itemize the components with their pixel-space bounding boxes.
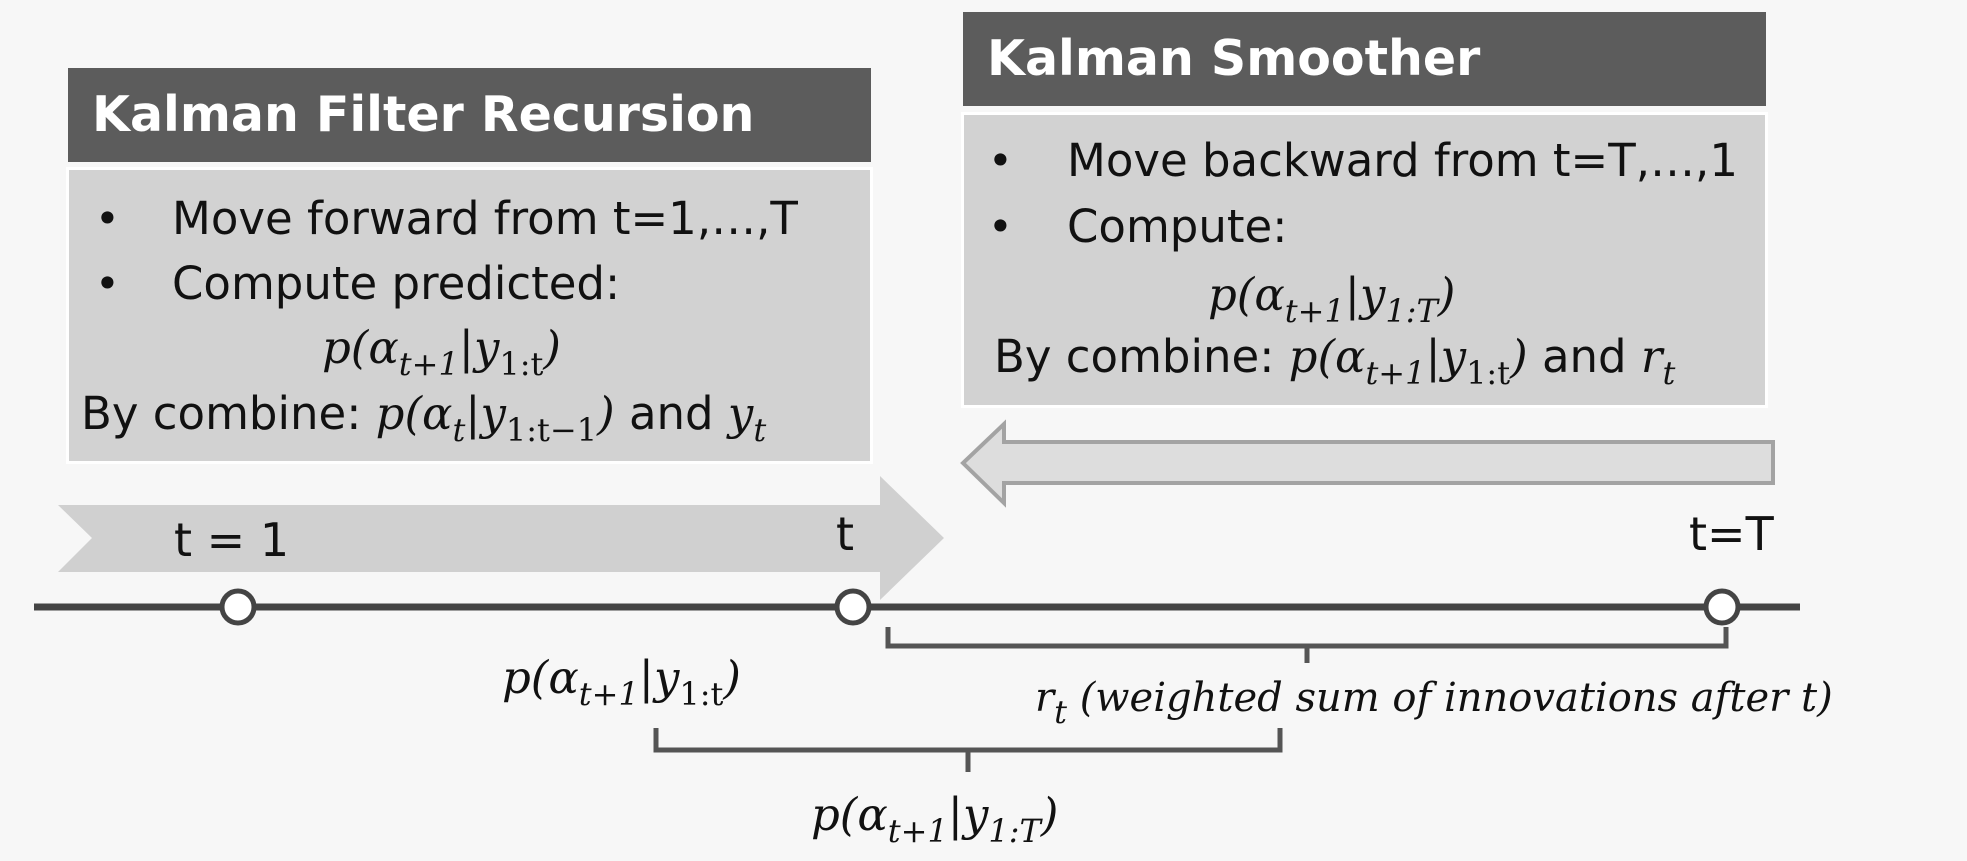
rt-description: (weighted sum of innovations after t) (1079, 675, 1833, 721)
filter-combine-prefix: By combine: (81, 387, 362, 440)
filter-bullet2-text: Compute predicted: (172, 257, 621, 310)
timeline-label-t: t (836, 507, 855, 561)
filter-predicted-formula: p(αt+1|y1:t) (322, 321, 561, 383)
smoother-combine-prefix: By combine: (994, 330, 1275, 383)
timeline-node-t (834, 588, 872, 626)
filter-combine-and: and (628, 387, 714, 440)
filter-bullet1-text: Move forward from t=1,…,T (172, 192, 798, 245)
rt-annotation: rt (weighted sum of innovations after t) (1035, 675, 1833, 731)
smoother-bullet2-text: Compute: (1067, 200, 1288, 253)
filter-title: Kalman Filter Recursion (68, 68, 871, 162)
forward-arrow (58, 476, 944, 600)
timeline-node-1 (219, 588, 257, 626)
smoother-title: Kalman Smoother (963, 12, 1766, 106)
timeline-label-t1: t = 1 (174, 513, 290, 567)
filtered-at-t-formula: p(αt+1|y1:t) (502, 651, 741, 713)
smoother-filtered-formula: p(αt+1|y1:t) (1288, 330, 1528, 392)
smoother-combine-line: By combine: p(αt+1|y1:t) and rt (994, 329, 1675, 401)
smoother-bullet-1: • (988, 136, 1013, 185)
filter-combine-line: By combine: p(αt|y1:t−1) and yt (81, 386, 766, 458)
smoother-smoothed-formula: p(αt+1|y1:T) (1208, 268, 1456, 330)
filter-bullet-1: • (95, 194, 120, 243)
backward-arrow (960, 419, 1775, 508)
smoother-rt-formula: rt (1640, 330, 1676, 392)
bracket-smoothed (653, 728, 1283, 772)
bracket-future (885, 627, 1729, 663)
filter-prior-formula: p(αt|y1:t−1) (375, 387, 615, 449)
filter-body: • Move forward from t=1,…,T • Compute pr… (66, 167, 873, 464)
smoothed-bottom-formula: p(αt+1|y1:T) (811, 788, 1059, 850)
timeline-label-T: t=T (1689, 507, 1774, 561)
smoother-bullet1-text: Move backward from t=T,…,1 (1067, 134, 1738, 187)
smoother-bullet-2: • (988, 202, 1013, 251)
filter-obs-formula: yt (727, 387, 767, 449)
timeline-node-T (1703, 588, 1741, 626)
smoother-body: • Move backward from t=T,…,1 • Compute: … (961, 112, 1768, 408)
filter-bullet-2: • (95, 259, 120, 308)
smoother-combine-and: and (1541, 330, 1627, 383)
